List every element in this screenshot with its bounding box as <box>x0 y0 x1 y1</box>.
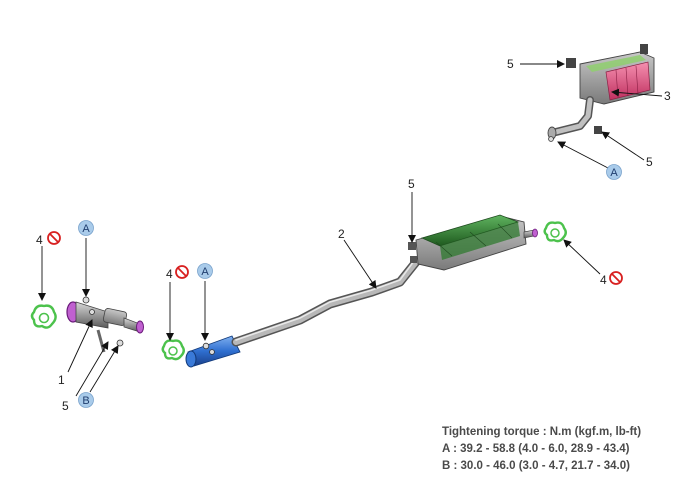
callout-center-mount: 5 <box>408 177 415 191</box>
callout-number: 4 <box>600 273 607 287</box>
cat-gasket <box>161 339 185 361</box>
muffler-bottom-hanger <box>594 126 602 134</box>
badge-front-bolt-b: B <box>78 392 94 408</box>
torque-spec-b: B : 30.0 - 46.0 (3.0 - 4.7, 21.7 - 34.0) <box>442 460 630 472</box>
callout-center-pipe: 2 <box>338 227 345 241</box>
rear-muffler <box>547 44 655 142</box>
torque-title: Tightening torque : N.m (kgf.m, lb-ft) <box>442 426 642 438</box>
callout-front-pipe: 1 <box>58 373 65 387</box>
torque-spec-a: A : 39.2 - 58.8 (4.0 - 6.0, 28.9 - 43.4) <box>442 443 630 455</box>
front-bolt-b <box>116 339 124 347</box>
callout-number: 4 <box>36 233 43 247</box>
callout-front-mount: 5 <box>62 399 69 413</box>
front-rear-flange <box>136 320 144 334</box>
callout-number: 4 <box>166 267 173 281</box>
resonator-hanger <box>408 242 416 250</box>
badge-muffler-bolt-a: A <box>606 164 622 180</box>
callout-cat-gasket: 4 <box>166 265 189 281</box>
muffler-top-hanger <box>566 58 576 68</box>
callout-muffler-top-mount: 5 <box>507 57 514 71</box>
cat-bolt-a <box>202 342 210 350</box>
callout-rear-gasket: 4 <box>600 271 623 287</box>
no-reuse-icon <box>47 231 61 245</box>
badge-cat-bolt-a: A <box>197 263 213 279</box>
center-resonator <box>408 214 538 271</box>
catalytic-converter <box>185 335 241 368</box>
svg-text:A: A <box>201 266 209 278</box>
rear-gasket <box>543 221 567 243</box>
svg-text:B: B <box>82 395 89 407</box>
callout-muffler: 3 <box>664 89 671 103</box>
front-bolt-a <box>82 296 90 304</box>
callout-front-gasket: 4 <box>36 231 61 247</box>
no-reuse-icon <box>175 265 189 279</box>
front-gasket <box>30 304 57 329</box>
callout-muffler-bottom-mount: 5 <box>646 155 653 169</box>
no-reuse-icon <box>609 271 623 285</box>
leader-lines <box>38 60 663 397</box>
front-pipe-assembly <box>66 296 144 353</box>
badge-front-bolt-a: A <box>78 220 94 236</box>
center-pipe <box>231 257 421 347</box>
svg-text:A: A <box>82 223 90 235</box>
muffler-bolt-a <box>548 136 554 142</box>
torque-spec: Tightening torque : N.m (kgf.m, lb-ft) A… <box>442 424 692 475</box>
svg-text:A: A <box>610 167 618 179</box>
